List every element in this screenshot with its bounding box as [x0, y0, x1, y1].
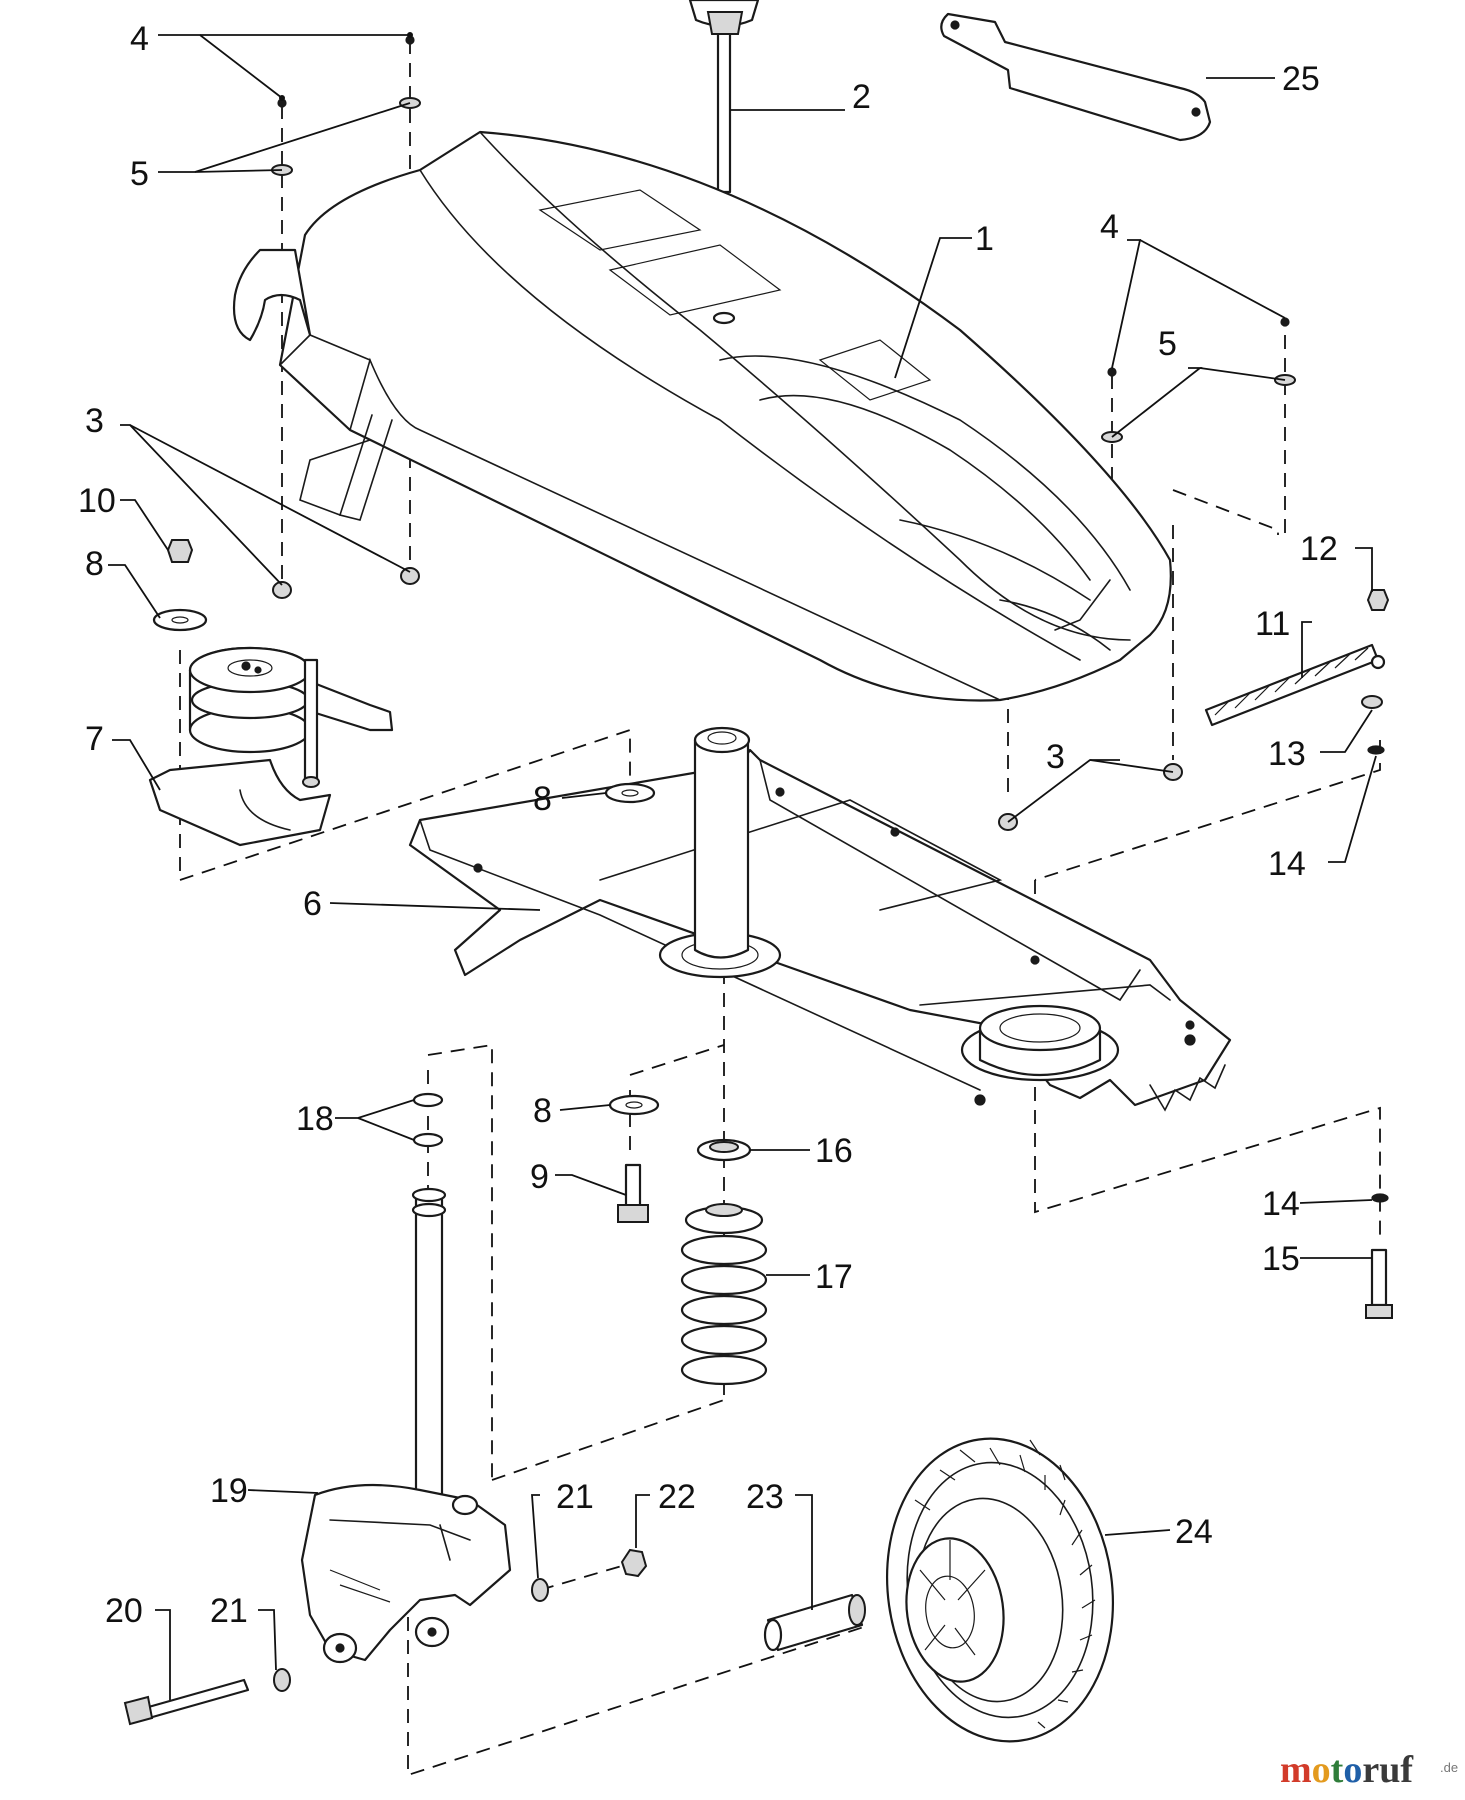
watermark-letter-m: m — [1280, 1749, 1312, 1791]
callout-11: 11 — [1255, 605, 1290, 643]
part-11-spring — [1204, 643, 1386, 727]
part-3-nuts — [272, 567, 1183, 831]
motoruf-watermark: motoruf .de — [1280, 1749, 1458, 1791]
callout-20: 20 — [105, 1592, 143, 1630]
svg-text:motoruf: motoruf — [1280, 1749, 1414, 1791]
part-14-washer-lower — [1371, 1193, 1389, 1203]
callout-3-left: 3 — [85, 402, 104, 440]
part-13-washer — [1361, 695, 1383, 709]
part-14-washer-upper — [1367, 745, 1385, 755]
callout-14-upper: 14 — [1268, 845, 1306, 883]
callout-21-right: 21 — [556, 1478, 594, 1516]
callout-19: 19 — [210, 1472, 248, 1510]
part-8-washer-center-top — [604, 782, 656, 804]
part-20-axle-bolt — [123, 1678, 250, 1726]
part-4-5-screws-right — [1101, 317, 1296, 443]
part-12-nut — [1366, 589, 1390, 611]
part-9-bolt — [617, 1163, 649, 1223]
callout-12: 12 — [1300, 530, 1338, 568]
part-2-handle-rod — [688, 0, 760, 194]
callout-2: 2 — [852, 78, 871, 116]
callout-21-left: 21 — [210, 1592, 248, 1630]
part-4-5-screws-left — [271, 35, 421, 176]
watermark-letter-f: f — [1400, 1749, 1414, 1791]
part-15-bolt — [1365, 1248, 1393, 1319]
part-7-pulley-bracket — [148, 646, 394, 847]
callout-5-right: 5 — [1158, 325, 1177, 363]
watermark-suffix: .de — [1440, 1760, 1458, 1775]
callout-8-left: 8 — [85, 545, 104, 583]
callout-23: 23 — [746, 1478, 784, 1516]
callout-5-left: 5 — [130, 155, 149, 193]
callout-15: 15 — [1262, 1240, 1300, 1278]
callout-17: 17 — [815, 1258, 853, 1296]
part-25-gasket-plate — [940, 12, 1212, 142]
callout-8-center: 8 — [533, 780, 552, 818]
watermark-letter-o: o — [1312, 1749, 1331, 1791]
callout-13: 13 — [1268, 735, 1306, 773]
watermark-letter-r: r — [1362, 1749, 1379, 1791]
part-24-wheel — [885, 1437, 1115, 1743]
callout-18: 18 — [296, 1100, 334, 1138]
part-23-spacer-sleeve — [763, 1593, 866, 1652]
part-17-bellows — [680, 1203, 768, 1386]
part-19-caster-fork — [300, 1187, 512, 1664]
part-8-washer-left — [152, 608, 208, 632]
callout-9: 9 — [530, 1158, 549, 1196]
part-8-washer-center-bottom — [608, 1094, 660, 1116]
watermark-letter-t: t — [1331, 1749, 1344, 1791]
callout-24: 24 — [1175, 1513, 1213, 1551]
callout-3-right: 3 — [1046, 738, 1065, 776]
leader-lines — [108, 32, 1377, 1700]
callout-8-lower: 8 — [533, 1092, 552, 1130]
part-16-ring — [696, 1138, 752, 1162]
callout-4-right: 4 — [1100, 208, 1119, 246]
callout-14-lower: 14 — [1262, 1185, 1300, 1223]
callout-7: 7 — [85, 720, 104, 758]
callout-6: 6 — [303, 885, 322, 923]
callout-10: 10 — [78, 482, 116, 520]
part-6-chassis-frame — [408, 726, 1232, 1112]
part-21-washer-left — [273, 1668, 291, 1692]
part-1-hood-cover — [232, 130, 1172, 702]
part-10-nut — [166, 539, 194, 563]
watermark-letter-o2: o — [1343, 1749, 1362, 1791]
callout-4-left: 4 — [130, 20, 149, 58]
watermark-letter-u: u — [1379, 1749, 1400, 1791]
callout-22: 22 — [658, 1478, 696, 1516]
callout-25: 25 — [1282, 60, 1320, 98]
part-22-nut — [620, 1548, 648, 1578]
callout-16: 16 — [815, 1132, 853, 1170]
callout-1: 1 — [975, 220, 994, 258]
part-21-washer-right — [531, 1578, 549, 1602]
callout-labels: 1 2 3 3 4 4 5 5 6 7 8 8 8 9 10 11 12 13 … — [78, 20, 1338, 1630]
